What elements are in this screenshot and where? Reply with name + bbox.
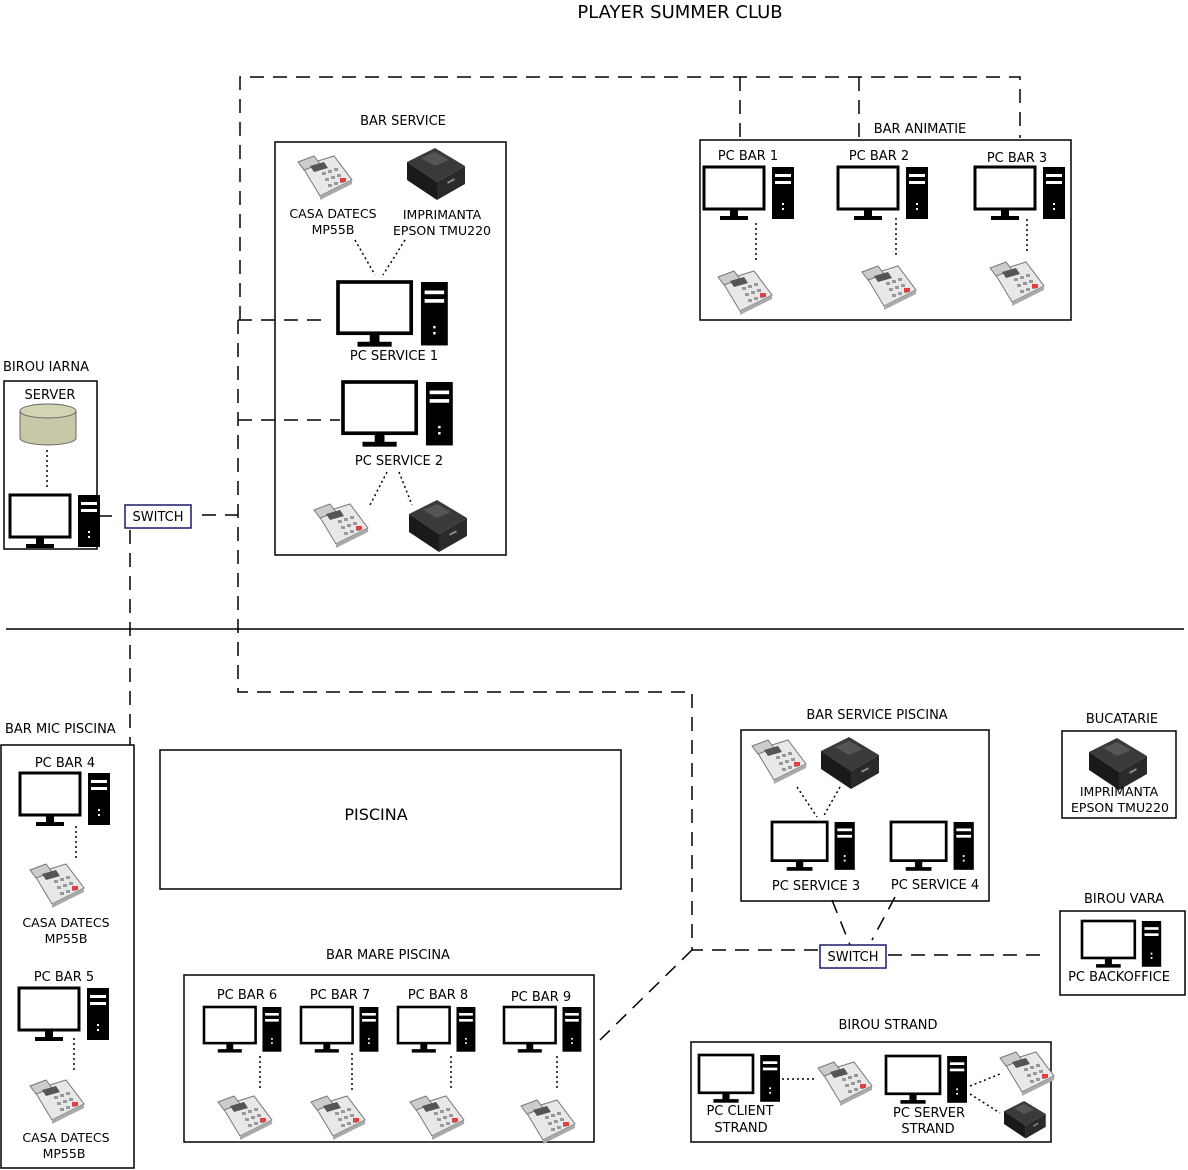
pc-backoffice-label: PC BACKOFFICE	[1068, 970, 1170, 985]
zone-bar-service	[274, 141, 507, 556]
zone-label-bar-mare-piscina: BAR MARE PISCINA	[326, 948, 450, 963]
printer-icon	[409, 500, 467, 552]
pc-bar-9-icon	[502, 1005, 583, 1054]
printer-icon	[821, 737, 879, 789]
printer-icon	[1004, 1101, 1046, 1139]
zone-label-bar-service-piscina: BAR SERVICE PISCINA	[806, 708, 947, 723]
pc-bar-7-icon	[299, 1005, 380, 1054]
cash-register-icon	[999, 1051, 1055, 1097]
pc-service-2-label: PC SERVICE 2	[355, 454, 443, 469]
pc-server-label-l1: PC SERVER	[893, 1106, 965, 1121]
pc-server-strand-icon	[884, 1054, 969, 1106]
zone-label-bucatarie: BUCATARIE	[1086, 712, 1158, 727]
casa-label-l2: MP55B	[312, 222, 355, 237]
server-database-icon	[19, 403, 77, 446]
switch-bottom-label: SWITCH	[828, 950, 879, 965]
switch-bottom	[819, 944, 887, 969]
server-label: SERVER	[25, 388, 76, 403]
pc-bar-6-label: PC BAR 6	[217, 988, 277, 1003]
casa-label-l1: CASA DATECS	[289, 206, 376, 221]
zone-label-bar-animatie: BAR ANIMATIE	[874, 122, 967, 137]
imprimanta-label-l2: EPSON TMU220	[393, 223, 491, 238]
pc-service-4-label: PC SERVICE 4	[891, 878, 979, 893]
zone-bar-mic-piscina	[0, 744, 135, 1169]
zone-piscina	[159, 749, 622, 890]
cash-register-icon	[217, 1095, 273, 1141]
pc-bar-8-label: PC BAR 8	[408, 988, 468, 1003]
pc-client-strand-icon	[697, 1053, 782, 1105]
cash-register-icon	[520, 1099, 576, 1145]
pc-service-1-icon	[336, 280, 450, 349]
zone-bar-mare-piscina	[183, 974, 595, 1143]
pc-bar-3-label: PC BAR 3	[987, 151, 1047, 166]
printer-icon	[407, 148, 465, 200]
piscina-label: PISCINA	[344, 805, 407, 824]
pc-service-3-label: PC SERVICE 3	[772, 879, 860, 894]
zone-birou-vara	[1059, 910, 1186, 996]
casa-label-l2: MP55B	[43, 1146, 86, 1161]
cash-register-icon	[297, 155, 353, 201]
casa-label-l2: MP55B	[45, 931, 88, 946]
zone-bucatarie	[1061, 730, 1177, 819]
imprimanta-label-l2: EPSON TMU220	[1071, 800, 1169, 815]
cash-register-icon	[310, 1095, 366, 1141]
zone-bar-service-piscina	[740, 729, 990, 902]
printer-icon	[1089, 738, 1147, 790]
switch-top	[124, 504, 192, 529]
cash-register-icon	[751, 739, 807, 785]
pc-bar-5-label: PC BAR 5	[34, 970, 94, 985]
switch-top-label: SWITCH	[133, 510, 184, 525]
cash-register-icon	[409, 1095, 465, 1141]
pc-bar-8-icon	[396, 1005, 477, 1054]
server-pc-icon	[8, 493, 102, 550]
zone-label-bar-mic-piscina: BAR MIC PISCINA	[5, 722, 116, 737]
zone-birou-strand	[690, 1041, 1052, 1143]
pc-backoffice-icon	[1080, 919, 1163, 969]
zone-label-birou-strand: BIROU STRAND	[839, 1018, 938, 1033]
network-cables	[129, 76, 1040, 1041]
pc-service-3-icon	[770, 820, 857, 873]
pc-bar-5-icon	[17, 986, 111, 1043]
pc-bar-7-label: PC BAR 7	[310, 988, 370, 1003]
pc-service-1-label: PC SERVICE 1	[350, 349, 438, 364]
imprimanta-label-l1: IMPRIMANTA	[1080, 784, 1159, 799]
imprimanta-label-l1: IMPRIMANTA	[403, 207, 482, 222]
cash-register-icon	[29, 863, 85, 909]
pc-bar-1-label: PC BAR 1	[718, 149, 778, 164]
cash-register-icon	[817, 1061, 873, 1107]
pc-bar-6-icon	[202, 1005, 283, 1054]
pc-service-4-icon	[889, 820, 976, 873]
pc-bar-2-label: PC BAR 2	[849, 149, 909, 164]
casa-label-l1: CASA DATECS	[22, 1130, 109, 1145]
zone-label-birou-vara: BIROU VARA	[1084, 892, 1164, 907]
pc-client-label-l1: PC CLIENT	[706, 1104, 773, 1119]
pc-client-label-l2: STRAND	[714, 1121, 767, 1136]
zone-birou-iarna	[3, 380, 98, 550]
cash-register-icon	[313, 503, 369, 549]
pc-server-label-l2: STRAND	[901, 1122, 954, 1137]
pc-bar-9-label: PC BAR 9	[511, 990, 571, 1005]
zone-label-bar-service: BAR SERVICE	[360, 114, 446, 129]
pc-bar-4-icon	[18, 771, 112, 828]
casa-label-l1: CASA DATECS	[22, 915, 109, 930]
diagram-title: PLAYER SUMMER CLUB	[577, 2, 782, 23]
pc-bar-4-label: PC BAR 4	[35, 756, 95, 771]
cash-register-icon	[29, 1079, 85, 1125]
zone-label-birou-iarna: BIROU IARNA	[3, 360, 89, 375]
pc-service-2-icon	[341, 380, 455, 449]
